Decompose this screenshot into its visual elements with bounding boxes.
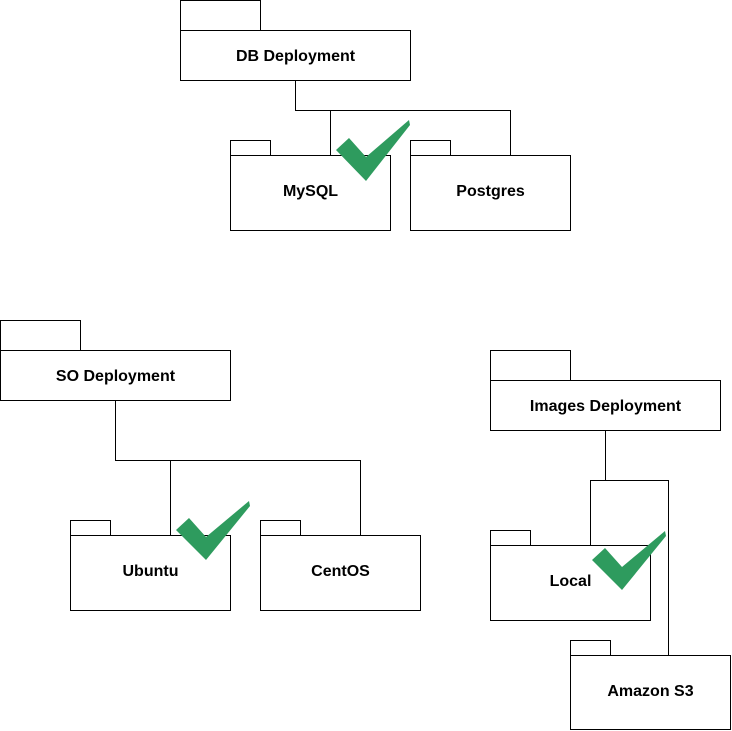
package-label: Postgres: [456, 183, 525, 200]
connector-so-to-ubuntu: [115, 400, 171, 535]
package-so-deployment[interactable]: SO Deployment: [0, 320, 231, 401]
package-amazon-s3[interactable]: Amazon S3: [570, 640, 731, 730]
check-marks: [176, 120, 666, 590]
check-icon: [336, 120, 410, 181]
package-label: MySQL: [283, 183, 338, 200]
check-icon: [592, 531, 666, 590]
check-icon: [176, 501, 250, 560]
package-label: SO Deployment: [56, 368, 176, 385]
connectors: [115, 80, 669, 655]
connector-images-to-amazon-s3: [590, 480, 669, 655]
package-label: DB Deployment: [236, 48, 356, 65]
package-db-deployment[interactable]: DB Deployment: [180, 0, 411, 81]
package-centos[interactable]: CentOS: [260, 520, 421, 611]
package-label: Local: [550, 573, 592, 590]
package-label: CentOS: [311, 563, 370, 580]
package-label: Images Deployment: [530, 398, 682, 415]
package-label: Ubuntu: [123, 563, 179, 580]
connector-images-to-local: [590, 430, 606, 545]
connector-db-to-mysql: [295, 80, 331, 155]
package-postgres[interactable]: Postgres: [410, 140, 571, 231]
package-mysql[interactable]: MySQL: [230, 140, 391, 231]
package-images-deployment[interactable]: Images Deployment: [490, 350, 721, 431]
package-local[interactable]: Local: [490, 530, 651, 621]
package-label: Amazon S3: [607, 683, 693, 700]
connector-so-to-centos: [170, 460, 361, 535]
package-ubuntu[interactable]: Ubuntu: [70, 520, 231, 611]
connector-db-to-postgres: [295, 110, 511, 155]
